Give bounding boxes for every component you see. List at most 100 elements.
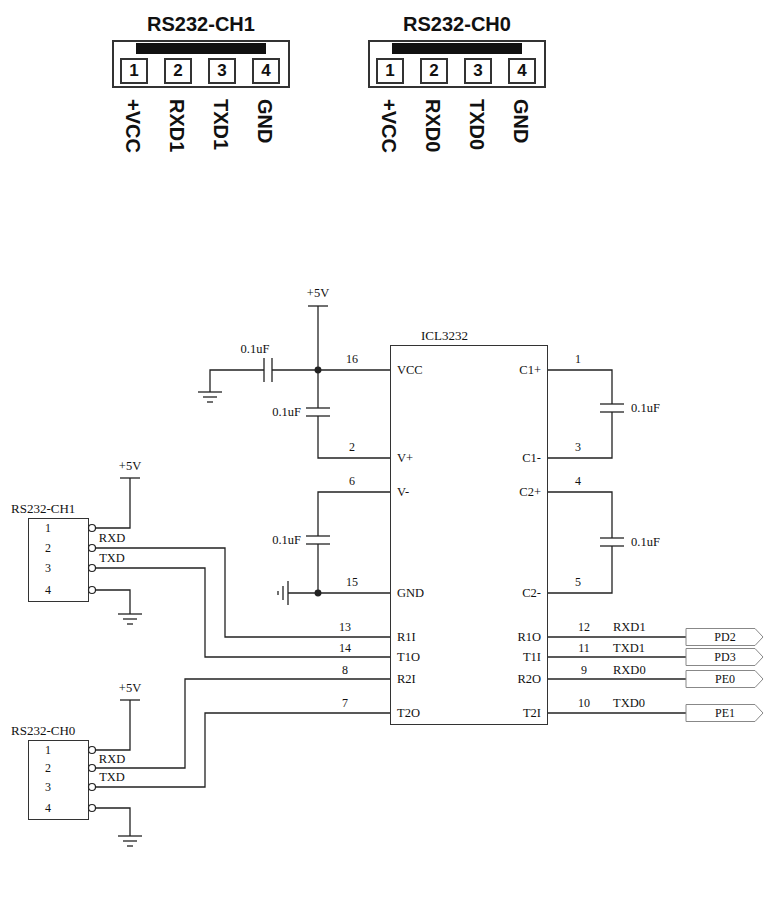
- capacitor-symbol: [318, 416, 390, 458]
- ground-symbol: [198, 391, 222, 392]
- signal-label: TXD1: [612, 641, 646, 656]
- pin-number: 9: [580, 663, 588, 678]
- connector-pin: [89, 525, 96, 532]
- pin-square: 3: [464, 58, 492, 84]
- capacitor-symbol: [548, 370, 612, 404]
- connector-wiring: [96, 478, 142, 846]
- connector-latch: [136, 43, 266, 54]
- capacitor-symbol: [548, 492, 612, 538]
- signal-label: R1O: [516, 630, 542, 645]
- signal-label: 0.1uF: [271, 405, 302, 420]
- pin-number: 2: [173, 61, 182, 81]
- pin-number: 1: [574, 352, 582, 367]
- pin-square: 2: [420, 58, 448, 84]
- signal-wire: [89, 568, 390, 657]
- pin-number: 12: [577, 620, 591, 635]
- signal-label: 0.1uF: [630, 535, 661, 550]
- signal-label: TXD: [98, 770, 126, 785]
- pin-number: 2: [44, 761, 52, 776]
- signal-label: RXD: [98, 752, 126, 767]
- connector-title: RS232-CH1: [147, 13, 255, 36]
- signal-label: 0.1uF: [630, 401, 661, 416]
- signal-label: V+: [396, 451, 414, 466]
- pin-number: 3: [44, 561, 52, 576]
- capacitor-symbol: [548, 370, 624, 458]
- signal-name: TXD1: [209, 98, 232, 151]
- pin-number: 3: [44, 780, 52, 795]
- port-tag: PD3: [686, 648, 764, 666]
- ic-chip: ICL3232: [390, 345, 548, 725]
- signal-name: +VCC: [377, 98, 400, 154]
- connector-pin: [89, 765, 96, 772]
- capacitor-symbol: [306, 370, 390, 458]
- signal-label: R2O: [516, 672, 542, 687]
- connector-header: 1234RS232-CH1: [112, 40, 290, 88]
- signal-label: T1O: [396, 650, 421, 665]
- capacitor-symbol: [271, 358, 272, 382]
- signal-label: VCC: [396, 363, 424, 378]
- signal-name: RXD1: [165, 98, 188, 153]
- connector-wiring: [118, 613, 142, 614]
- pin-number: 2: [429, 61, 438, 81]
- pin-number: 14: [338, 641, 352, 656]
- signal-label: C2+: [518, 485, 542, 500]
- connector-symbol: RS232-CH0: [28, 740, 89, 820]
- connector-wiring: [96, 590, 130, 614]
- connector-pin: [89, 747, 96, 754]
- port-shape: [686, 649, 763, 666]
- pin-number: 4: [44, 583, 52, 598]
- connector-wiring: [127, 845, 133, 846]
- connector-wiring: [123, 618, 137, 619]
- pin-number: 3: [574, 440, 582, 455]
- signal-label: RXD0: [612, 663, 647, 678]
- signal-wire: [548, 712, 686, 713]
- pin-number: 4: [261, 61, 270, 81]
- pin-number: 10: [577, 696, 591, 711]
- signal-wire: [548, 636, 686, 637]
- capacitor-symbol: [272, 369, 318, 370]
- junction-dot: [315, 590, 321, 596]
- signal-label: V-: [396, 485, 410, 500]
- signal-wire: [89, 548, 390, 637]
- ground-symbol: [207, 401, 213, 402]
- signal-label: TXD: [98, 551, 126, 566]
- capacitor-symbol: [288, 492, 390, 593]
- signal-label: R2I: [396, 672, 417, 687]
- power-rail: [308, 306, 390, 370]
- signal-label: C1-: [521, 451, 542, 466]
- connector-pin: [89, 565, 96, 572]
- ground-symbol: [287, 581, 288, 605]
- capacitor-symbol: [210, 358, 318, 392]
- capacitor-symbol: [548, 546, 612, 593]
- capacitor-symbol: [317, 370, 318, 408]
- signal-label: T2O: [396, 706, 421, 721]
- pin-number: 1: [129, 61, 138, 81]
- capacitor-symbol: [548, 492, 624, 593]
- port-tag: PD2: [686, 628, 764, 646]
- pin-number: 8: [341, 663, 349, 678]
- connector-title: RS232-CH0: [403, 13, 511, 36]
- connector-wiring: [123, 840, 137, 841]
- junction-dot: [315, 367, 321, 596]
- connector-latch: [392, 43, 522, 54]
- signal-wire: [548, 656, 686, 657]
- signal-label: RXD: [98, 531, 126, 546]
- capacitor-symbol: [306, 407, 330, 408]
- pin-number: 5: [574, 575, 582, 590]
- capacitor-symbol: [317, 544, 318, 593]
- signal-label: RXD1: [612, 620, 647, 635]
- connector-pin: [89, 525, 96, 812]
- signal-name: TXD0: [465, 98, 488, 151]
- signal-label: 0.1uF: [240, 342, 271, 357]
- connector-title: RS232-CH0: [11, 723, 75, 739]
- pin-number: 6: [348, 474, 356, 489]
- signal-label: +5V: [118, 459, 142, 474]
- pin-number: 1: [44, 521, 52, 536]
- connector-wiring: [127, 623, 133, 624]
- signal-label: TXD0: [612, 696, 646, 711]
- port-shape: [686, 705, 763, 722]
- capacitor-symbol: [548, 412, 612, 458]
- connector-wiring: [96, 808, 130, 836]
- capacitor-symbol: [600, 537, 624, 538]
- connector-wiring: [118, 835, 142, 836]
